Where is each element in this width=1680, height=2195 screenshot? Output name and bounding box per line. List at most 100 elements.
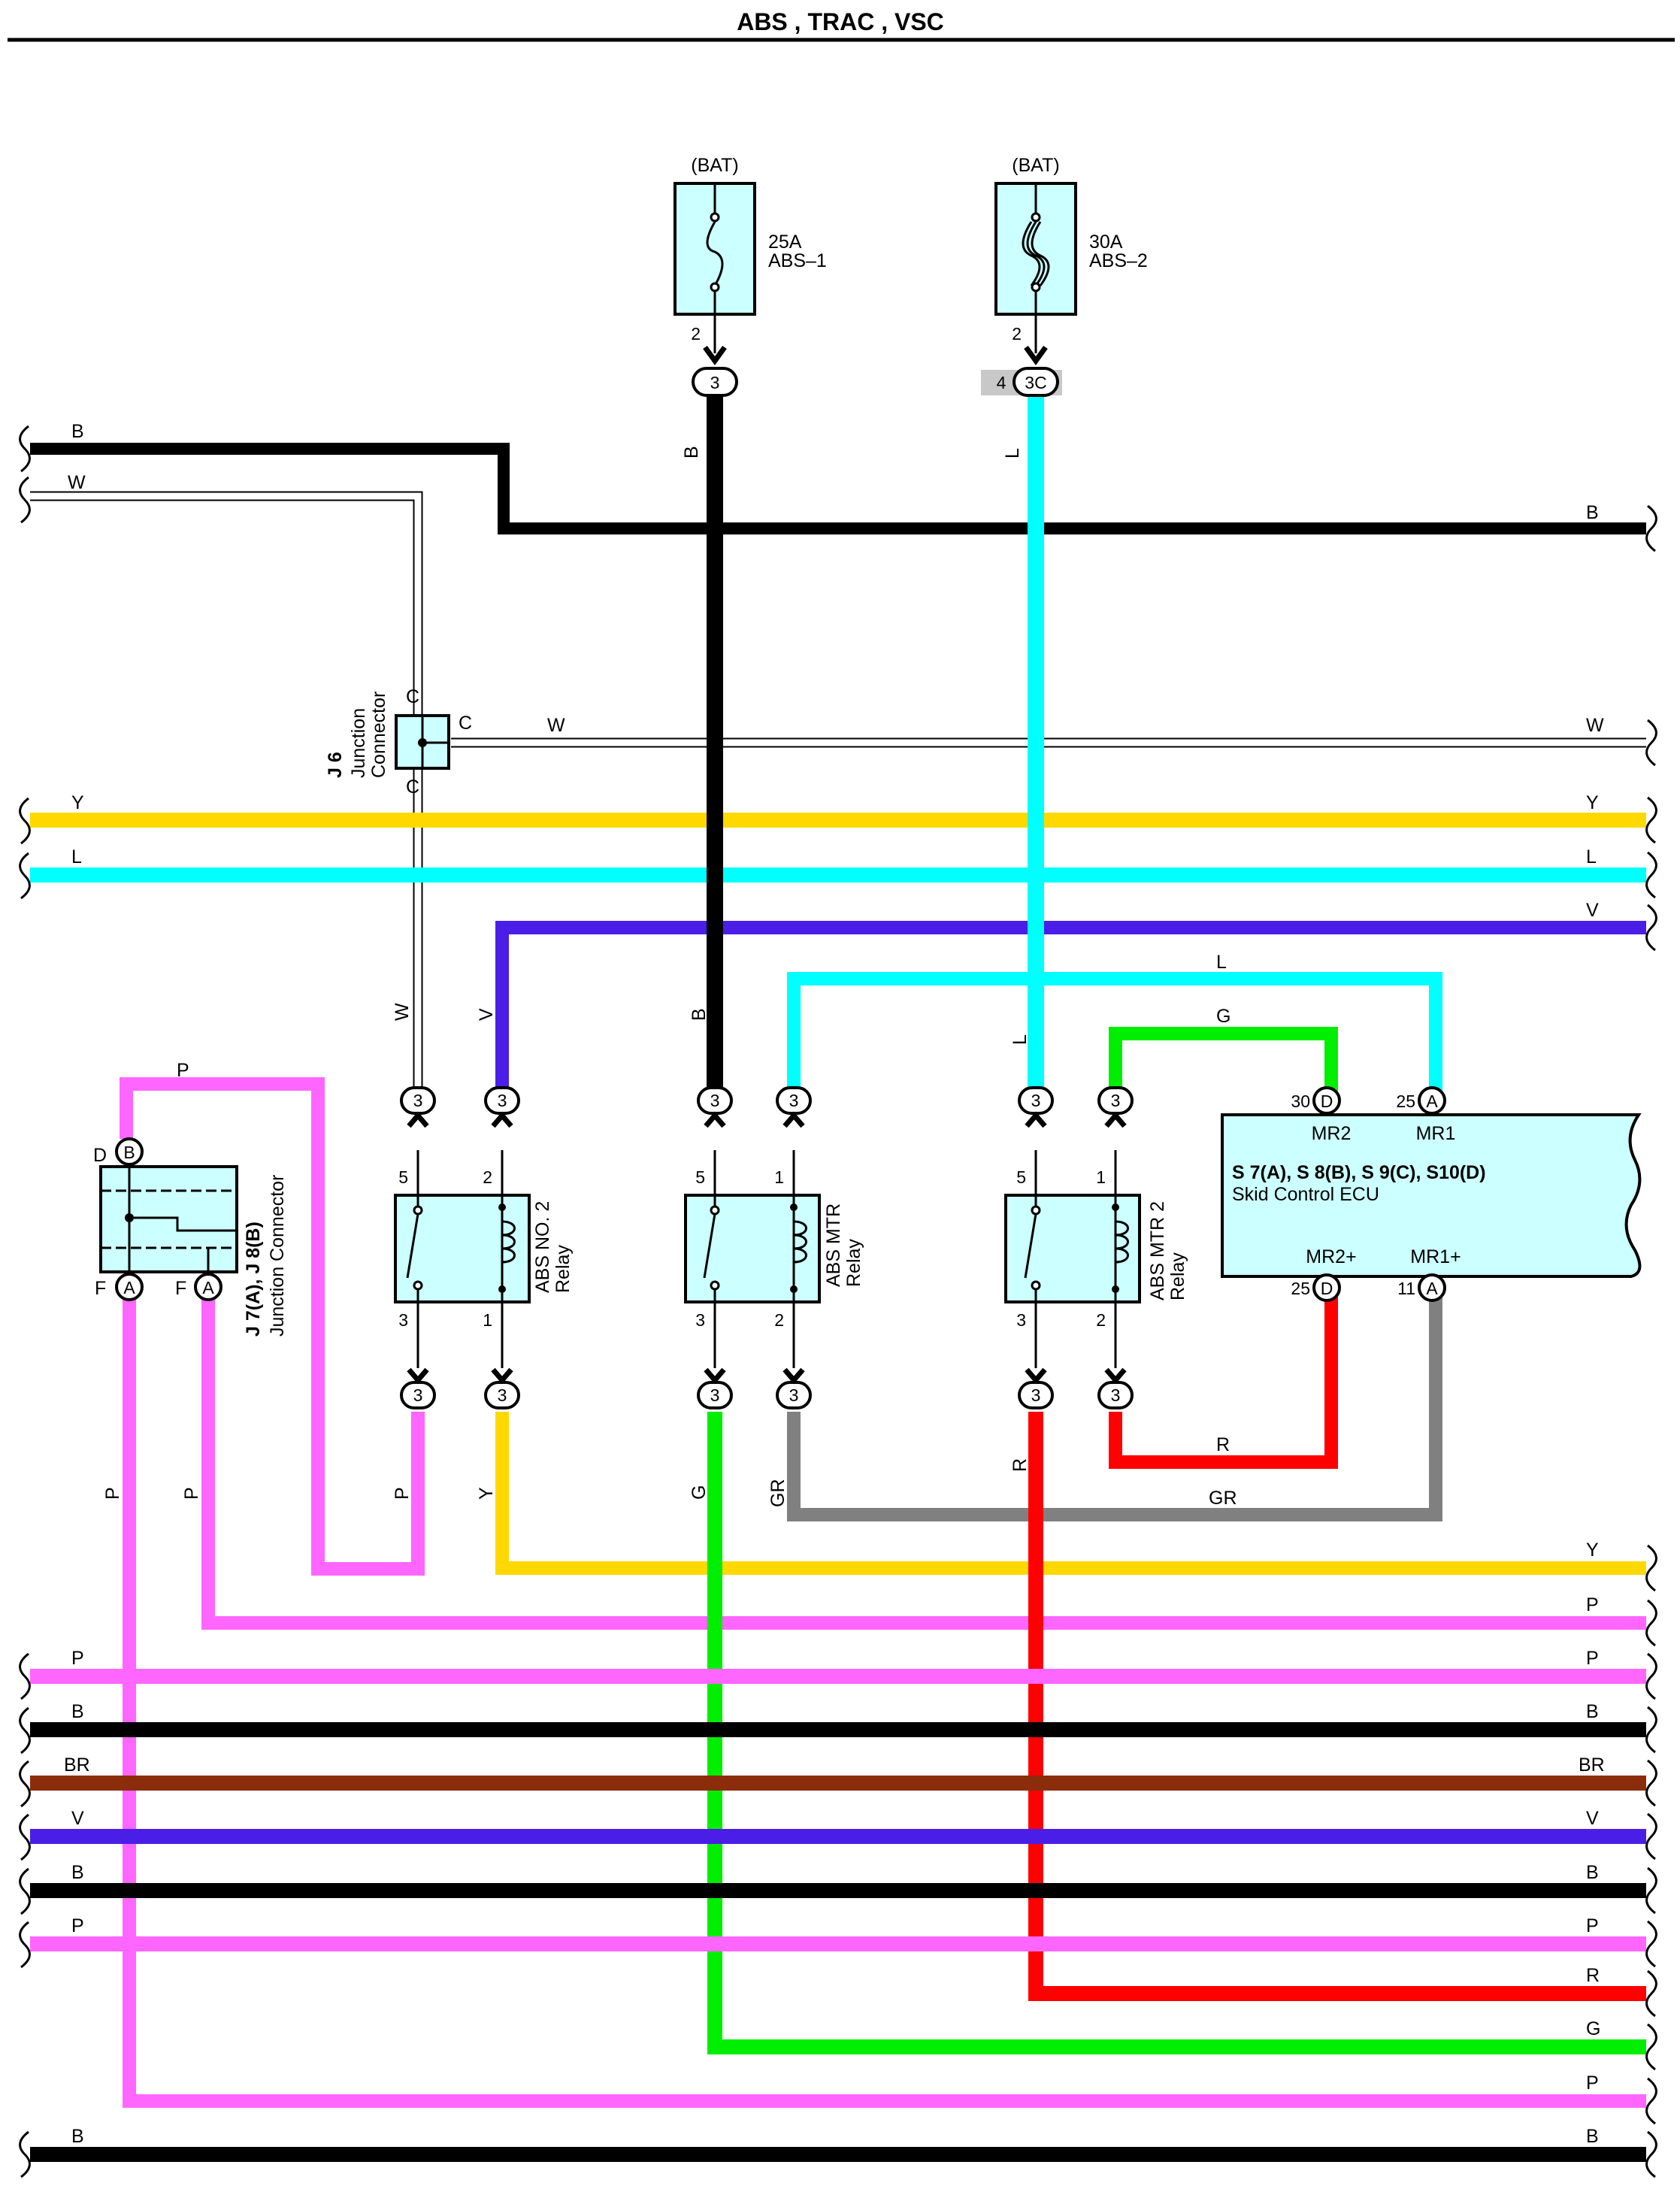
relay-connector: 3	[697, 1086, 733, 1128]
relay-abs-no2: 5 2 3 1 ABS NO. 2 Relay	[394, 1150, 574, 1368]
wire-label: B	[1586, 502, 1599, 523]
svg-text:3: 3	[789, 1385, 799, 1405]
svg-text:D: D	[1321, 1279, 1333, 1298]
arrow-down-icon	[704, 1367, 726, 1385]
connector-fuse1: 3	[692, 367, 738, 397]
svg-text:ABS–2: ABS–2	[1089, 250, 1148, 271]
arrow-down-icon	[407, 1367, 429, 1385]
svg-text:C: C	[459, 713, 472, 734]
arrow-up-icon	[704, 1111, 726, 1128]
arrow-down-icon	[1104, 1367, 1127, 1385]
wire-label: L	[1216, 952, 1227, 973]
fuse-element-icon	[706, 221, 724, 286]
fuse-element-icon	[1022, 221, 1050, 286]
wire-label: B	[1586, 1701, 1599, 1722]
svg-text:MR1: MR1	[1416, 1123, 1456, 1144]
wire-r-ecu	[1109, 1297, 1338, 1469]
wire-label: P	[1586, 2072, 1599, 2094]
svg-text:3: 3	[710, 1385, 720, 1405]
svg-text:MR1+: MR1+	[1410, 1246, 1461, 1267]
svg-text:2: 2	[1096, 1310, 1106, 1330]
relay-connector: 3	[1097, 1086, 1134, 1128]
fuse-abs2: (BAT) 30A ABS–2 2	[994, 155, 1148, 365]
fuse-abs1: (BAT) 25A ABS–1 2	[674, 155, 827, 365]
right-break-marks	[1645, 504, 1657, 2178]
wire-label: P	[177, 1060, 189, 1081]
svg-text:C: C	[406, 686, 419, 707]
svg-text:J 6: J 6	[325, 752, 346, 778]
wire-p-loop	[120, 1077, 425, 1576]
arrow-down-icon	[1025, 1367, 1047, 1385]
wire-label: V	[1586, 900, 1599, 921]
wire-label: L	[71, 846, 82, 867]
wire-label: P	[71, 1915, 84, 1936]
svg-text:Skid Control ECU: Skid Control ECU	[1232, 1184, 1379, 1205]
arrow-down-icon	[491, 1367, 513, 1385]
relay-connector: 3	[400, 1367, 436, 1409]
wire-label: B	[71, 421, 84, 442]
svg-text:MR2+: MR2+	[1306, 1246, 1356, 1267]
wire-label: R	[1216, 1434, 1230, 1455]
svg-text:Relay: Relay	[1167, 1252, 1188, 1300]
wire-p-j7b	[201, 1291, 1646, 1630]
svg-text:3: 3	[413, 1091, 423, 1110]
svg-text:2: 2	[483, 1167, 492, 1187]
wire-label: R	[1586, 1965, 1600, 1986]
svg-text:5: 5	[695, 1167, 705, 1187]
wire-label: B	[1586, 1862, 1599, 1883]
arrow-up-icon	[1104, 1111, 1127, 1128]
wire-label: L	[1002, 448, 1023, 459]
wire-l-ecu	[787, 972, 1442, 1099]
relay-abs-mtr2: 5 1 3 2 ABS MTR 2 Relay	[1004, 1150, 1188, 1368]
wire-label: P	[71, 1648, 84, 1669]
wire-label: B	[1586, 2126, 1599, 2147]
wire-b-top	[30, 443, 1646, 534]
wire-label: W	[547, 715, 565, 736]
relay-connector: 3	[697, 1367, 733, 1409]
svg-text:3: 3	[1031, 1091, 1041, 1110]
wire-label: GR	[767, 1479, 789, 1508]
wire-y-relay1	[495, 1412, 1646, 1575]
arrow-up-icon	[1025, 1111, 1047, 1128]
arrow-up-icon	[407, 1111, 429, 1128]
svg-text:(BAT): (BAT)	[691, 155, 738, 176]
svg-text:F: F	[175, 1278, 186, 1299]
svg-text:B: B	[123, 1143, 135, 1162]
relay-coil-icon	[501, 1220, 516, 1264]
arrow-down-icon	[1024, 345, 1048, 365]
svg-text:4: 4	[997, 373, 1006, 392]
junction-j7-j8: D B F A F A J 7(A), J 8(B) Junction Conn…	[93, 1137, 288, 1337]
wire-label: W	[1586, 715, 1604, 736]
relay-abs-mtr: 5 1 3 2 ABS MTR Relay	[684, 1150, 864, 1368]
wire-label: L	[1586, 846, 1597, 867]
wire-labels: B W B B L W W Y Y L L V L G W V B L P P …	[64, 421, 1605, 2147]
svg-text:ABS MTR: ABS MTR	[823, 1203, 844, 1287]
svg-text:30: 30	[1291, 1091, 1310, 1111]
wire-label: G	[1586, 2018, 1600, 2039]
svg-text:A: A	[123, 1278, 135, 1297]
relay-connector: 3	[1097, 1367, 1134, 1409]
svg-text:A: A	[1426, 1279, 1438, 1298]
wire-label: BR	[1579, 1754, 1605, 1776]
arrow-down-icon	[703, 345, 727, 365]
wire-label: P	[1586, 1915, 1599, 1936]
wire-label: V	[476, 1008, 497, 1021]
svg-text:1: 1	[483, 1310, 492, 1330]
wire-label: W	[68, 472, 86, 493]
svg-text:ABS MTR 2: ABS MTR 2	[1147, 1201, 1168, 1300]
svg-text:Relay: Relay	[552, 1245, 574, 1293]
wire-label: G	[689, 1485, 710, 1500]
svg-text:D: D	[93, 1145, 107, 1166]
wire-w-left	[30, 491, 423, 1098]
connector-fuse2: 4 3C	[981, 367, 1062, 397]
svg-text:3: 3	[498, 1091, 507, 1110]
wire-label: L	[1010, 1034, 1031, 1045]
svg-text:3: 3	[1111, 1091, 1121, 1110]
svg-text:25: 25	[1396, 1091, 1415, 1111]
wire-label: BR	[64, 1754, 90, 1776]
svg-text:1: 1	[1096, 1167, 1106, 1187]
relay-connector: 3	[400, 1086, 436, 1128]
svg-text:Relay: Relay	[843, 1239, 864, 1287]
wire-label: B	[681, 446, 702, 459]
